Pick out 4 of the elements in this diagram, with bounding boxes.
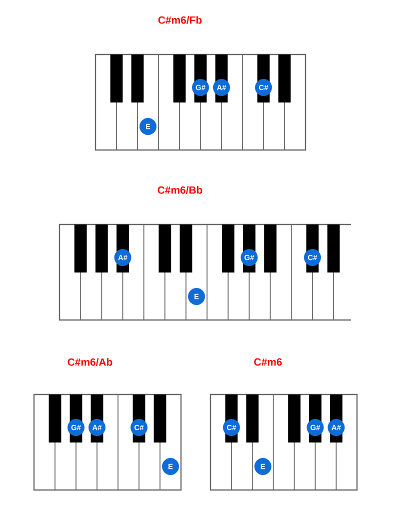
chord-title: C#m6 [254, 358, 282, 366]
chord-title: C#m6/Fb [158, 16, 202, 24]
chord-title: C#m6/Ab [68, 358, 112, 366]
chord-title: C#m6/Bb [158, 186, 202, 194]
